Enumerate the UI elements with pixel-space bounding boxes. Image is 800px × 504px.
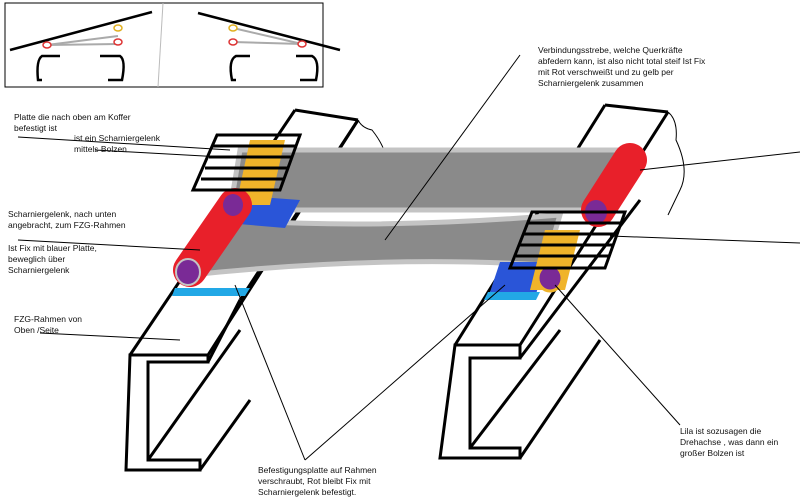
right-mounting-assembly [484,143,647,300]
right-frame-rail [357,103,685,460]
inset-panel [4,2,341,88]
label-rahmen: FZG-Rahmen von Oben /Seite [14,314,83,335]
label-platte: Platte die nach oben am Koffer befestigt… [14,112,131,133]
left-mounting-assembly [172,133,303,296]
connecting-strut [184,147,629,279]
label-scharnier-unten: Scharniergelenk, nach unten angebracht, … [8,209,126,230]
label-scharnier-bolzen: ist ein Scharniergelenk mittels Bolzen [74,133,160,154]
inset-right-sketch [197,11,341,82]
inset-left-sketch [9,10,153,82]
label-befestigung: Befestigungsplatte auf Rahmen verschraub… [258,465,377,497]
leader-lines [17,54,800,461]
label-fix-blau: Ist Fix mit blauer Platte, beweglich übe… [8,243,97,275]
label-lila: Lila ist sozusagen die Drehachse , was d… [680,426,779,458]
right-top-plate-grid [507,210,628,270]
label-strebe: Verbindungsstrebe, welche Querkräfte abf… [538,45,706,88]
